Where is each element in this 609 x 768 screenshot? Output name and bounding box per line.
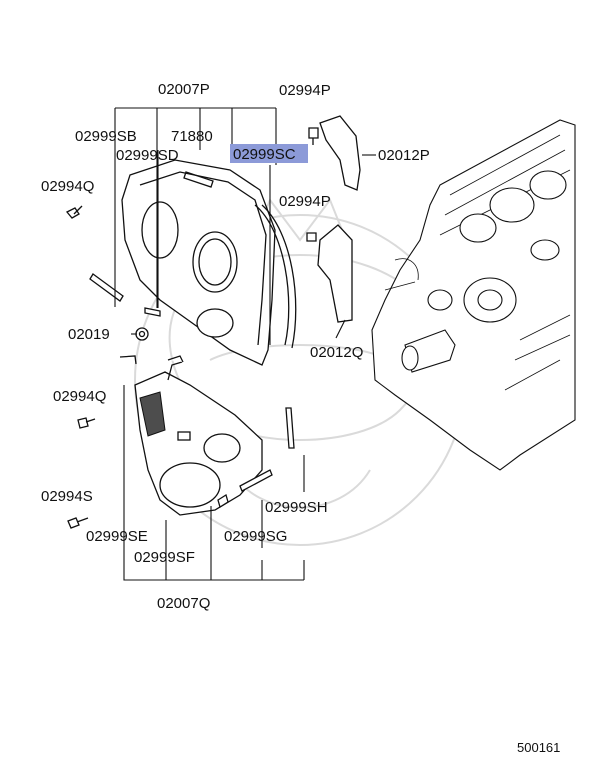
- bolt-02994q-low: [77, 417, 96, 429]
- label-seal-sd: 02999SD: [116, 147, 179, 164]
- bracket-lower: [317, 224, 353, 323]
- label-seal-sf: 02999SF: [134, 549, 195, 566]
- label-seal-sb: 02999SB: [75, 128, 137, 145]
- label-gasket-71880: 71880: [171, 128, 213, 145]
- bracket-upper: [319, 115, 361, 191]
- label-bracket-q: 02012Q: [310, 344, 363, 361]
- label-grommet: 02019: [68, 326, 110, 343]
- diagram-code: 500161: [517, 740, 560, 755]
- label-bracket-p: 02012P: [378, 147, 430, 164]
- label-seal-sc: 02999SC: [233, 146, 296, 163]
- label-seal-se: 02999SE: [86, 528, 148, 545]
- leader-lines: [114, 107, 376, 581]
- label-bolt-q-top: 02994Q: [41, 178, 94, 195]
- upper-timing-cover: [121, 159, 297, 366]
- highlight-box: [230, 144, 308, 163]
- label-bolt-p-top: 02994P: [279, 82, 331, 99]
- label-bolt-s: 02994S: [41, 488, 93, 505]
- grommet-02019: [135, 327, 149, 341]
- part-labels: 02007P 02999SB 71880 02999SD 02999SC 029…: [41, 81, 560, 755]
- engine-block: [371, 119, 576, 471]
- label-seal-sh: 02999SH: [265, 499, 328, 516]
- bolt-02994q-top: [65, 205, 83, 219]
- lower-timing-cover: [134, 361, 263, 516]
- label-bolt-q-low: 02994Q: [53, 388, 106, 405]
- label-bolt-p-mid: 02994P: [279, 193, 331, 210]
- label-seal-sg: 02999SG: [224, 528, 287, 545]
- bolt-02994p-mid: [306, 232, 317, 242]
- label-lower-cover: 02007Q: [157, 595, 210, 612]
- bolt-02994p-top: [308, 127, 319, 145]
- label-upper-cover: 02007P: [158, 81, 210, 98]
- bolt-02994s: [67, 517, 89, 529]
